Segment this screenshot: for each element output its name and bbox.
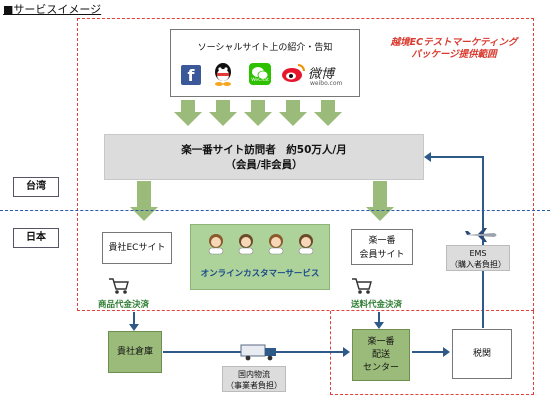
social-to-visitors-arrows: [174, 100, 342, 126]
green-down-arrow: [244, 100, 272, 126]
green-down-arrow: [279, 100, 307, 126]
arrowhead: [374, 322, 384, 329]
scope-title-line1: 越境ECテストマーケティング: [390, 37, 518, 48]
customs-box: 税関: [452, 329, 512, 379]
operator-avatar-icon: [296, 232, 316, 255]
domestic-line2: （事業者負担）: [226, 381, 282, 390]
wechat-label: WeChat: [251, 78, 269, 83]
green-down-arrow-rakuichiban: [366, 181, 394, 221]
package-scope-title: 越境ECテストマーケティング パッケージ提供範囲: [380, 37, 528, 61]
member-site-line1: 楽一番: [368, 236, 396, 246]
region-japan: 日本: [13, 228, 59, 248]
green-down-arrow-company: [130, 181, 158, 221]
ems-burden-badge: EMS （購入者負担）: [446, 245, 510, 271]
page-heading: ■サービスイメージ: [3, 3, 102, 16]
member-site-line2: 会員サイト: [359, 250, 405, 260]
operator-avatar-icon: [266, 232, 286, 255]
shopping-cart-icon: [108, 277, 130, 295]
green-down-arrow: [314, 100, 342, 126]
payment-label-shipping: 送料代金決済: [351, 300, 403, 310]
rakuichiban-member-site-box: 楽一番 会員サイト: [351, 229, 413, 265]
domestic-logistics-badge: 国内物流 （事業者負担）: [222, 366, 286, 392]
delivery-center-line1: 楽一番: [367, 337, 395, 347]
ems-line2: （購入者負担）: [450, 260, 506, 269]
green-down-arrow: [209, 100, 237, 126]
domestic-line1: 国内物流: [238, 370, 270, 379]
weibo-icon: [280, 62, 306, 84]
delivery-center-box: 楽一番 配送 センター: [352, 329, 410, 381]
delivery-center-line3: センター: [362, 363, 399, 373]
wechat-icon: WeChat: [249, 63, 271, 85]
region-taiwan: 台湾: [13, 177, 59, 197]
arrowhead: [129, 324, 139, 331]
border-divider: [0, 210, 550, 211]
green-down-arrow: [174, 100, 202, 126]
shopping-cart-icon: [351, 277, 373, 295]
airplane-icon: [464, 227, 500, 243]
facebook-icon: f: [181, 65, 201, 85]
scope-title-line2: パッケージ提供範囲: [411, 49, 497, 60]
social-sites-title: ソーシャルサイト上の紹介・告知: [197, 43, 333, 53]
package-scope-frame: [77, 18, 534, 311]
weibo-domain: weibo.com: [310, 80, 343, 87]
arrowhead: [343, 347, 350, 357]
arrowhead: [443, 347, 450, 357]
visitors-line1: 楽一番サイト訪問者 約50万人/月: [181, 144, 347, 156]
customer-service-label: オンラインカスタマーサービス: [200, 269, 320, 279]
ems-line1: EMS: [469, 249, 487, 258]
visitors-box: 楽一番サイト訪問者 約50万人/月 （会員/非会員）: [104, 134, 424, 180]
delivery-center-line2: 配送: [371, 350, 390, 360]
truck-icon: [240, 343, 280, 361]
visitors-line2: （会員/非会員）: [225, 159, 303, 171]
company-warehouse-box: 貴社倉庫: [108, 331, 162, 373]
qq-icon: [213, 62, 233, 86]
weibo-text: 微博: [308, 67, 335, 82]
operator-avatar-icon: [206, 232, 226, 255]
arrow-customs-to-visitors: [430, 156, 484, 328]
company-ec-site-box: 貴社ECサイト: [102, 232, 172, 264]
arrowhead: [424, 152, 431, 162]
operator-avatar-icon: [236, 232, 256, 255]
payment-label-cod: 商品代金決済: [98, 300, 150, 310]
